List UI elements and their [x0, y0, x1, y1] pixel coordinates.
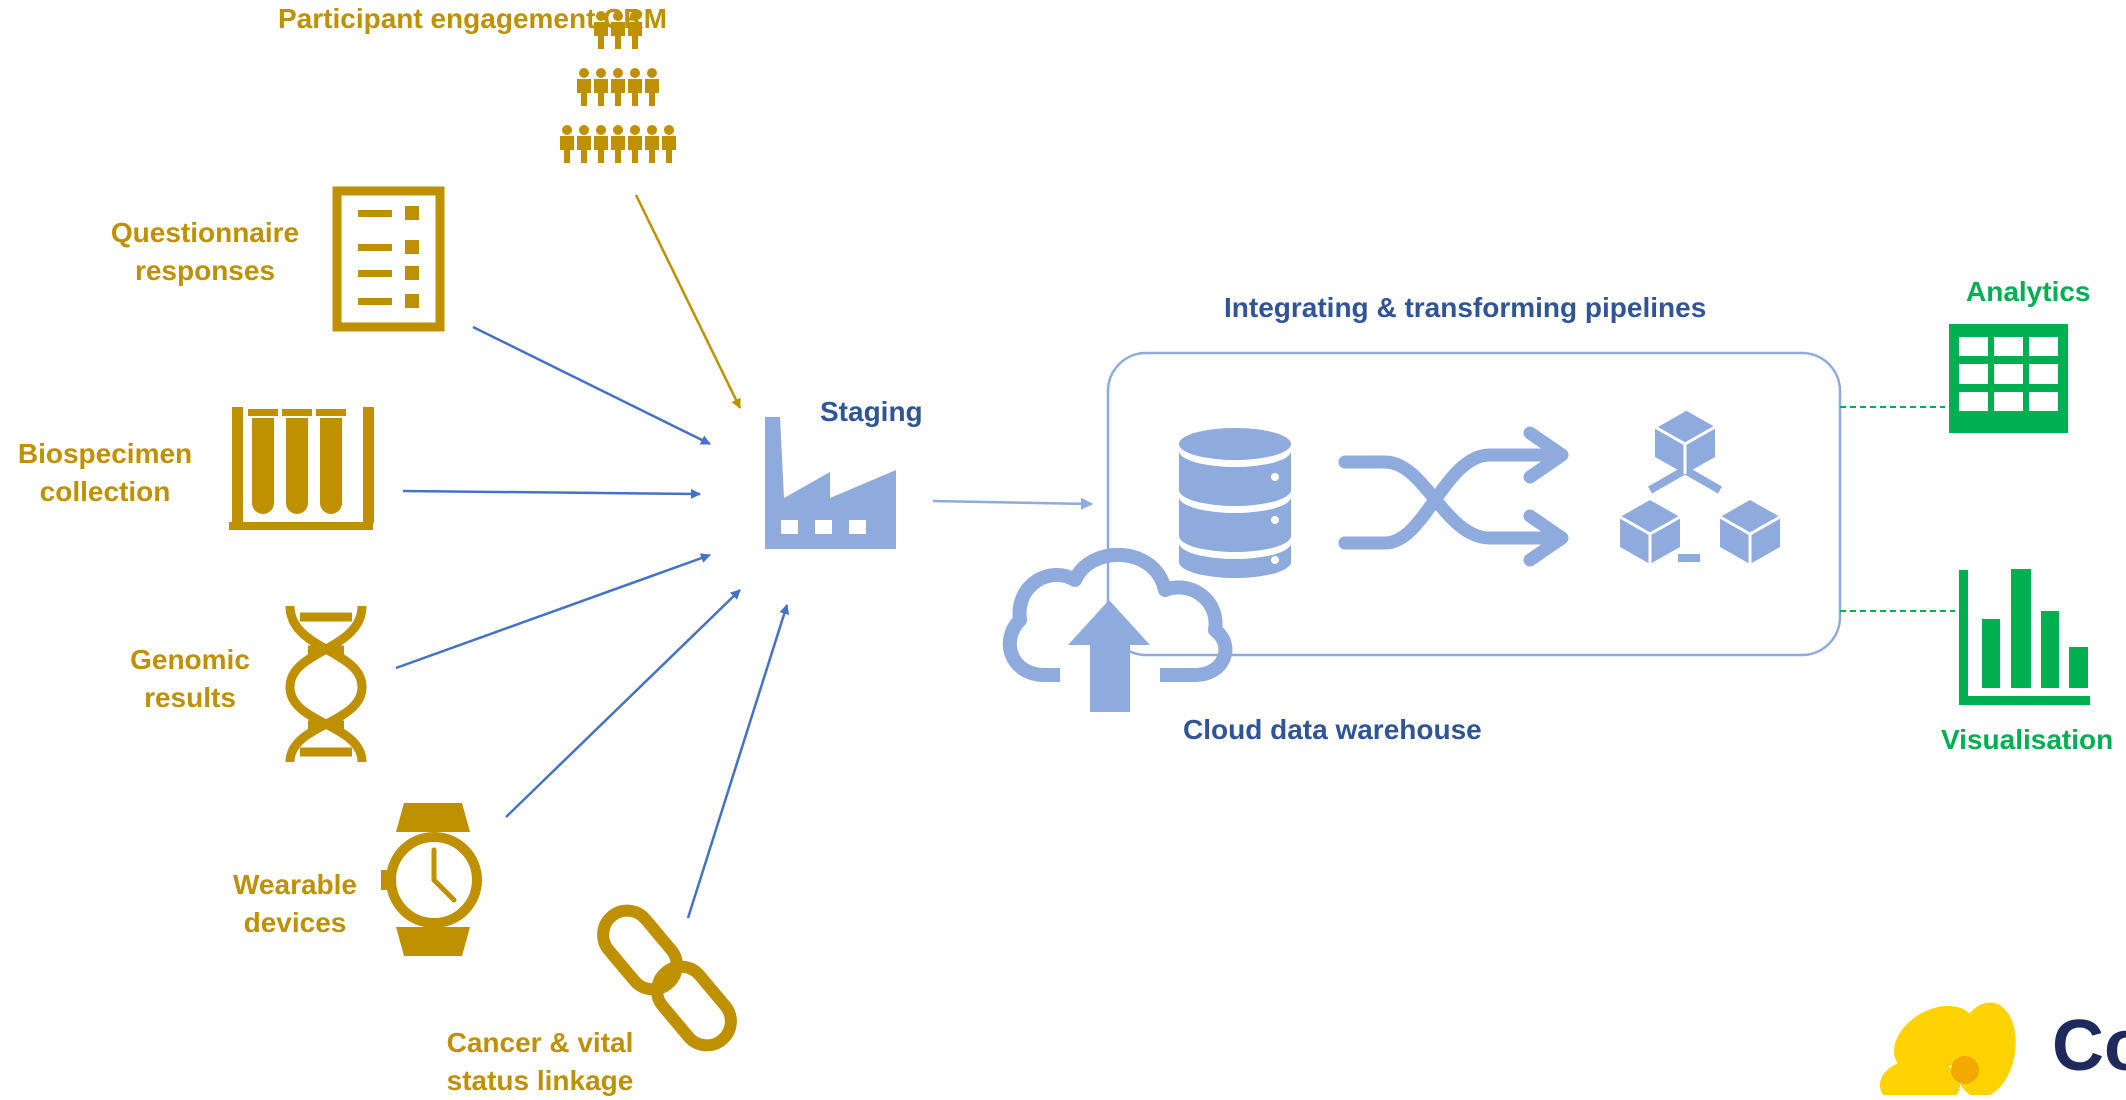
cloud-upload-icon — [1002, 547, 1233, 712]
logo-text: Co — [2052, 1006, 2126, 1086]
source-label-wearable: Wearable devices — [233, 869, 357, 938]
source-label-crm: Participant engagement CRM — [278, 3, 667, 34]
pipelines-box — [1106, 351, 1842, 657]
dna-icon — [285, 605, 367, 763]
arrow-crm — [634, 194, 742, 409]
arrow-biospecimen — [402, 488, 701, 499]
staging-label: Staging — [820, 396, 923, 427]
source-arrows — [395, 194, 790, 919]
arrow-staging-to-warehouse — [932, 497, 1093, 510]
arrow-genomic — [395, 553, 711, 670]
factory-icon — [765, 417, 896, 549]
chain-link-icon — [597, 904, 737, 1052]
shuffle-icon — [1338, 426, 1569, 567]
daffodil-logo — [1880, 1002, 2016, 1095]
source-label-genomic: Genomic results — [130, 644, 250, 713]
table-icon — [1949, 324, 2068, 433]
source-label-questionnaire: Questionnaire responses — [110, 217, 300, 286]
pipelines-label: Integrating & transforming pipelines — [1224, 292, 1707, 323]
source-label-biospecimen: Biospecimen collection — [17, 438, 193, 507]
database-icon — [1179, 428, 1291, 578]
test-tubes-icon — [229, 407, 374, 530]
watch-icon — [381, 803, 482, 956]
source-label-linkage: Cancer & vital status linkage — [446, 1027, 634, 1096]
network-blocks-icon — [1619, 408, 1781, 564]
arrow-questionnaire — [472, 325, 711, 446]
checklist-icon — [332, 186, 445, 332]
arrow-wearable — [505, 589, 741, 818]
bar-chart-icon — [1959, 569, 2090, 705]
arrow-linkage — [686, 604, 790, 919]
warehouse-label: Cloud data warehouse — [1183, 714, 1482, 745]
analytics-label: Analytics — [1966, 276, 2091, 307]
visualisation-label: Visualisation — [1941, 724, 2114, 755]
